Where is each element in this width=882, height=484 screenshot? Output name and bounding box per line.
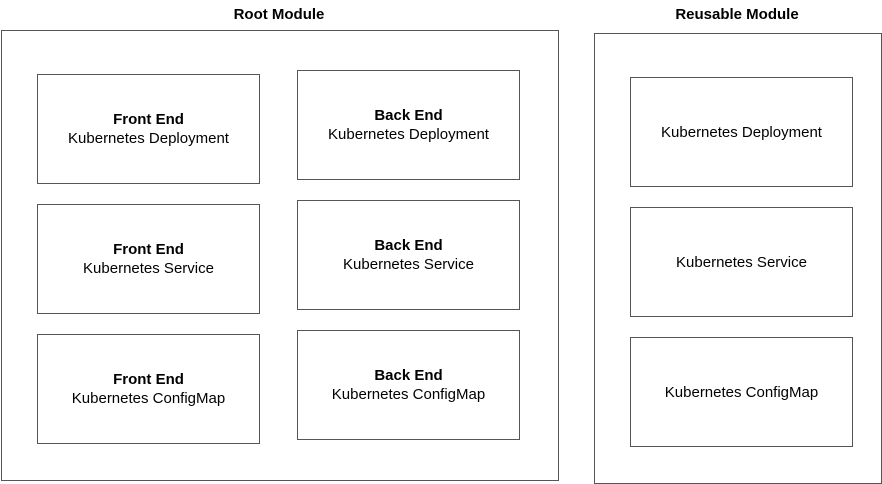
back-end-configmap-box[interactable]: Back End Kubernetes ConfigMap bbox=[297, 330, 520, 440]
front-end-configmap-box[interactable]: Front End Kubernetes ConfigMap bbox=[37, 334, 260, 444]
box-resource-label: Kubernetes ConfigMap bbox=[71, 390, 226, 407]
box-tier-label: Front End bbox=[113, 371, 184, 388]
root-module-title: Root Module bbox=[233, 6, 325, 23]
box-resource-label: Kubernetes ConfigMap bbox=[331, 386, 486, 403]
box-resource-label: Kubernetes ConfigMap bbox=[664, 383, 819, 401]
box-resource-label: Kubernetes Deployment bbox=[661, 123, 822, 141]
reusable-service-box[interactable]: Kubernetes Service bbox=[630, 207, 853, 317]
back-end-deployment-box[interactable]: Back End Kubernetes Deployment bbox=[297, 70, 520, 180]
box-tier-label: Front End bbox=[113, 111, 184, 128]
back-end-service-box[interactable]: Back End Kubernetes Service bbox=[297, 200, 520, 310]
box-tier-label: Back End bbox=[374, 367, 443, 384]
reusable-module-title: Reusable Module bbox=[675, 6, 799, 23]
box-tier-label: Front End bbox=[113, 241, 184, 258]
box-resource-label: Kubernetes Service bbox=[343, 256, 474, 273]
box-tier-label: Back End bbox=[374, 107, 443, 124]
box-tier-label: Back End bbox=[374, 237, 443, 254]
box-resource-label: Kubernetes Deployment bbox=[328, 126, 489, 143]
reusable-deployment-box[interactable]: Kubernetes Deployment bbox=[630, 77, 853, 187]
front-end-service-box[interactable]: Front End Kubernetes Service bbox=[37, 204, 260, 314]
box-resource-label: Kubernetes Service bbox=[676, 253, 807, 271]
reusable-configmap-box[interactable]: Kubernetes ConfigMap bbox=[630, 337, 853, 447]
box-resource-label: Kubernetes Deployment bbox=[68, 130, 229, 147]
box-resource-label: Kubernetes Service bbox=[83, 260, 214, 277]
front-end-deployment-box[interactable]: Front End Kubernetes Deployment bbox=[37, 74, 260, 184]
